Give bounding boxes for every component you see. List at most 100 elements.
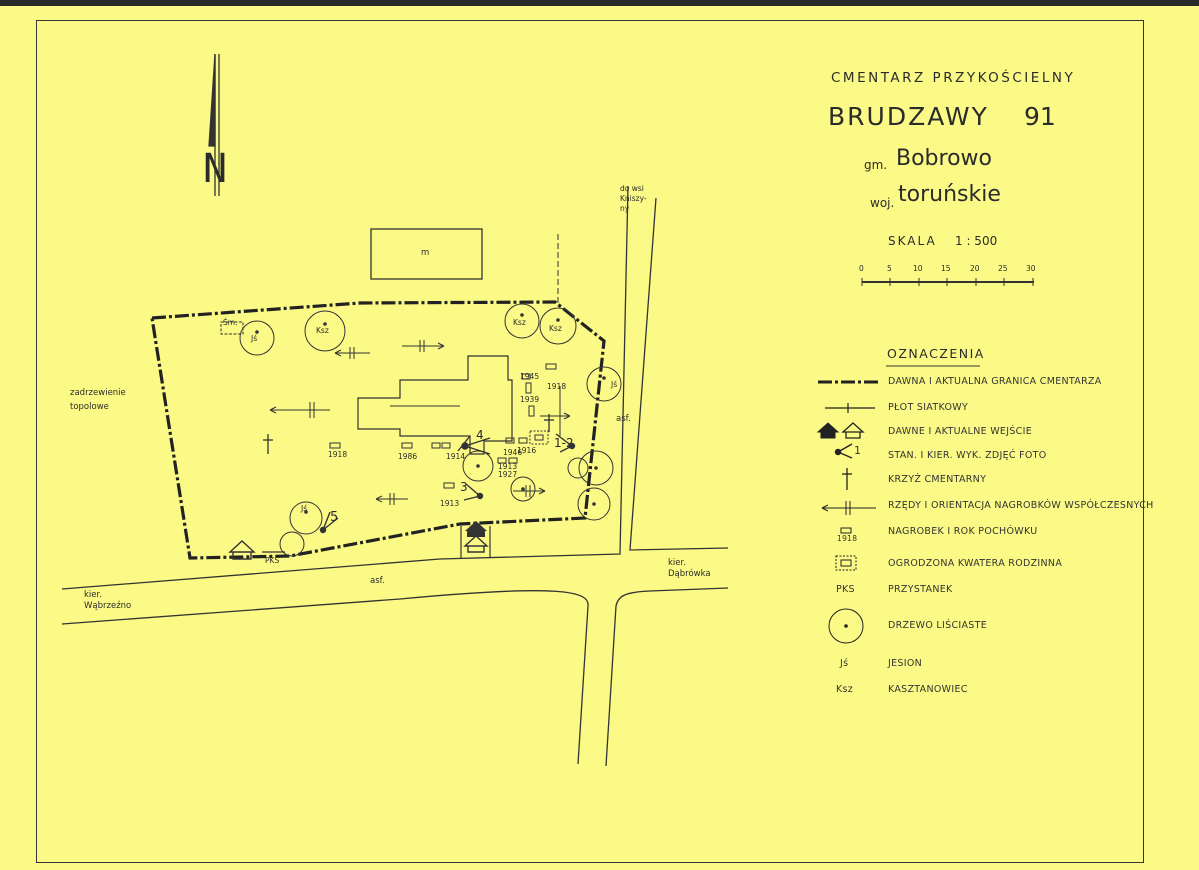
roads xyxy=(61,185,729,767)
legend-grave-symbol xyxy=(840,527,852,534)
year-1939: 1939 xyxy=(520,395,540,404)
legend-item-photo: STAN. I KIER. WYK. ZDJĘĆ FOTO xyxy=(888,450,1047,461)
scale-tick-20: 20 xyxy=(970,264,980,273)
title-line1: CMENTARZ PRZYKOŚCIELNY xyxy=(831,70,1076,86)
scale-ratio: 1 : 500 xyxy=(955,234,998,248)
scale-tick-10: 10 xyxy=(913,264,923,273)
tree-js-2-label: Jś xyxy=(611,380,618,389)
direction-dabrowka-label: kier. Dąbrówka xyxy=(668,558,711,579)
row-arrows xyxy=(269,340,571,505)
sm-label: Śm. xyxy=(223,318,238,327)
year-1913a: 1913 xyxy=(440,499,460,508)
north-label: N xyxy=(203,146,228,192)
year-1945: 1945 xyxy=(520,372,540,381)
legend-item-family-plot: OGRODZONA KWATERA RODZINNA xyxy=(888,558,1063,569)
scale-tick-30: 30 xyxy=(1026,264,1036,273)
tree-js-1-label: Jś xyxy=(251,334,258,343)
legend-pks-symbol: PKS xyxy=(836,584,855,595)
trees xyxy=(239,303,622,557)
entrance-icons xyxy=(228,521,491,560)
legend-item-tree: DRZEWO LIŚCIASTE xyxy=(888,620,988,631)
woj-prefix: woj. xyxy=(870,196,895,210)
cemetery-name: BRUDZAWY xyxy=(828,102,989,131)
legend-item-rows: RZĘDY I ORIENTACJA NAGROBKÓW WSPÓŁCZESNY… xyxy=(888,500,1154,511)
map-sheet: CMENTARZ PRZYKOŚCIELNY BRUDZAWY 91 gm. B… xyxy=(0,6,1199,870)
map-frame xyxy=(36,20,1144,863)
pks-label: PKS xyxy=(265,556,280,565)
year-1918b: 1918 xyxy=(547,382,567,391)
tree-7 xyxy=(510,476,536,502)
legend-item-grave: NAGROBEK I ROK POCHÓWKU xyxy=(888,526,1038,537)
legend-item-ash: JESION xyxy=(888,658,923,669)
grave-symbols xyxy=(329,363,557,489)
photo-station-1-2: 1-2 xyxy=(554,436,574,450)
legend-cross-symbol xyxy=(842,468,852,490)
building-outline xyxy=(370,228,483,280)
sm-box xyxy=(220,321,244,335)
legend-item-chestnut: KASZTANOWIEC xyxy=(888,684,968,695)
legend-item-fence: PŁOT SIATKOWY xyxy=(888,402,969,413)
legend-grave-year: 1918 xyxy=(837,534,858,543)
scale-label: SKALA xyxy=(888,234,937,248)
legend-entrance-symbol xyxy=(816,422,865,439)
poplars-label: zadrzewienie topolowe xyxy=(70,388,126,412)
photo-station-4: 4 xyxy=(476,428,484,442)
scale-tick-0: 0 xyxy=(859,264,864,273)
road-edge-south-east xyxy=(605,587,729,767)
tree-ksz-2-label: Ksz xyxy=(513,318,526,327)
legend-item-cross: KRZYŻ CMENTARNY xyxy=(888,474,987,485)
legend-ksz-symbol: Ksz xyxy=(836,684,854,695)
cross-icons xyxy=(263,414,554,454)
family-plot-icon xyxy=(529,430,549,445)
legend-photo-number: 1 xyxy=(854,444,862,457)
scale-tick-25: 25 xyxy=(998,264,1008,273)
tree-js-2 xyxy=(586,366,622,402)
photo-station-icons xyxy=(319,433,576,534)
year-1916: 1916 xyxy=(517,446,537,455)
scale-tick-15: 15 xyxy=(941,264,951,273)
road-edge-north-east xyxy=(629,197,729,551)
legend-tree-symbol xyxy=(828,608,864,644)
building-label: m xyxy=(421,248,430,258)
cemetery-number: 91 xyxy=(1024,102,1056,131)
asphalt-label-bottom: asf. xyxy=(370,576,385,586)
tree-ksz-1 xyxy=(304,310,346,352)
direction-wabrzezno-label: kier. Wąbrzeźno xyxy=(84,590,132,611)
photo-station-5: 5 xyxy=(330,510,339,525)
legend-family-plot-symbol xyxy=(835,555,857,571)
scale-bar xyxy=(861,278,1034,286)
photo-station-3: 3 xyxy=(460,480,468,494)
tree-ksz-2 xyxy=(504,303,540,339)
tree-3 xyxy=(578,450,614,486)
year-1914: 1914 xyxy=(446,452,466,461)
tree-ksz-1-label: Ksz xyxy=(316,326,329,335)
legend-symbols xyxy=(816,380,878,644)
year-1913b: 1913 xyxy=(498,462,518,471)
gmina-prefix: gm. xyxy=(864,158,888,172)
legend-photo-symbol xyxy=(834,443,853,459)
legend-item-boundary: DAWNA I AKTUALNA GRANICA CMENTARZA xyxy=(888,376,1102,387)
north-arrow-icon xyxy=(208,53,220,196)
tree-5 xyxy=(279,531,305,557)
legend-item-bus-stop: PRZYSTANEK xyxy=(888,584,953,595)
tree-4 xyxy=(577,487,611,521)
tree-ksz-3 xyxy=(539,307,577,345)
tree-js-3-label: Jś xyxy=(301,504,308,513)
church-outline xyxy=(357,355,513,455)
tree-js-1 xyxy=(239,320,275,356)
legend-rows-symbol xyxy=(821,501,876,515)
road-north-label: do wsi Kniszy- ny xyxy=(620,184,647,213)
map-drawing xyxy=(61,53,1034,767)
gmina-name: Bobrowo xyxy=(896,146,992,171)
tree-ksz-3-label: Ksz xyxy=(549,324,562,333)
year-1927: 1927 xyxy=(498,470,518,479)
woj-name: toruńskie xyxy=(898,182,1001,207)
year-1918a: 1918 xyxy=(328,450,348,459)
road-edge-south-west xyxy=(61,590,589,765)
legend-heading: OZNACZENIA xyxy=(887,346,985,361)
asphalt-label-right: asf. xyxy=(616,414,631,424)
year-1946: 1946 xyxy=(503,448,523,457)
year-1986: 1986 xyxy=(398,452,418,461)
cemetery-boundary xyxy=(150,300,606,560)
legend-item-entrance: DAWNE I AKTUALNE WEJŚCIE xyxy=(888,426,1033,437)
